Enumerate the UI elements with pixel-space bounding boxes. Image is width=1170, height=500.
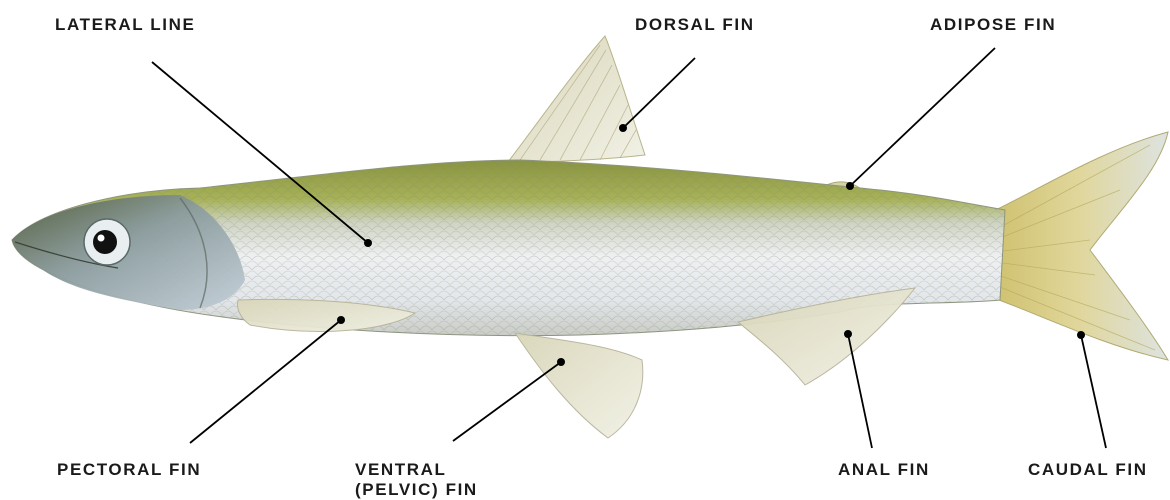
caudal-fin-shape [985, 132, 1168, 360]
ventral-fin-shape [515, 333, 643, 438]
label-ventral-pelvic-fin: VENTRAL (PELVIC) FIN [355, 460, 478, 500]
label-ventral-line2: (PELVIC) FIN [355, 480, 478, 500]
label-caudal-fin: CAUDAL FIN [1028, 460, 1148, 480]
fish-eye [84, 219, 130, 265]
label-ventral-line1: VENTRAL [355, 460, 478, 480]
label-anal-fin: ANAL FIN [838, 460, 930, 480]
label-adipose-fin: ADIPOSE FIN [930, 15, 1056, 35]
label-pectoral-fin: PECTORAL FIN [57, 460, 201, 480]
label-dorsal-fin: DORSAL FIN [635, 15, 755, 35]
label-lateral-line: LATERAL LINE [55, 15, 195, 35]
